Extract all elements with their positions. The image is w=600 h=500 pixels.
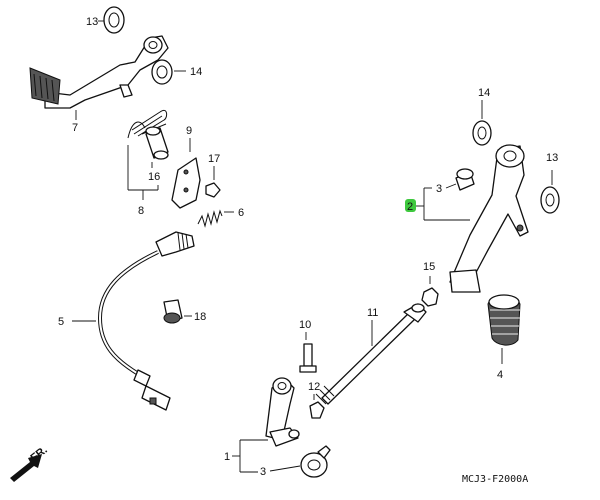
label-10-mid: 10 <box>299 319 311 331</box>
diagram-code: MCJ3-F2000A <box>462 474 528 485</box>
brake-switch-cable-5 <box>97 231 195 411</box>
label-13-right: 13 <box>546 152 558 164</box>
label-16-left: 16 <box>148 171 160 183</box>
label-15-right: 15 <box>423 261 435 273</box>
nut-15 <box>421 287 439 307</box>
shift-rubber-4 <box>487 294 521 346</box>
washer-13-right <box>540 186 560 214</box>
label-8-left: 8 <box>138 205 144 217</box>
label-9-left: 9 <box>186 125 192 137</box>
label-2-right: 2 <box>407 201 413 213</box>
bolt-17 <box>205 182 221 198</box>
label-13-left: 13 <box>86 16 98 28</box>
bracket-9 <box>171 157 201 209</box>
bolt-10 <box>299 343 317 373</box>
washer-13-left <box>103 6 125 34</box>
label-12-mid: 12 <box>308 381 320 393</box>
collar-16 <box>145 126 169 160</box>
label-14-right: 14 <box>478 87 490 99</box>
spring-6 <box>197 209 223 228</box>
label-17-left: 17 <box>208 153 220 165</box>
label-6-left: 6 <box>238 207 244 219</box>
label-7-left: 7 <box>72 122 78 134</box>
front-direction-arrow <box>10 454 42 482</box>
brake-pedal-7 <box>29 35 169 109</box>
rod-end-3-bottom <box>300 445 331 478</box>
tie-rod-11 <box>315 303 427 405</box>
nut-12 <box>309 401 325 419</box>
grommet-18 <box>163 299 183 324</box>
label-3-bottom: 3 <box>260 466 266 478</box>
shift-arm-link <box>265 377 300 447</box>
highlight-marker <box>405 199 416 212</box>
washer-14-left <box>151 59 173 85</box>
bolt-3-right <box>455 168 475 191</box>
label-1-bottom: 1 <box>224 451 230 463</box>
washer-14-right <box>472 120 492 146</box>
gearshift-pedal-arm <box>449 144 529 293</box>
label-14-left: 14 <box>190 66 202 78</box>
label-11-mid: 11 <box>367 307 378 319</box>
label-18-left: 18 <box>194 311 206 323</box>
label-3-right: 3 <box>436 183 442 195</box>
label-4-right: 4 <box>497 369 503 381</box>
label-5-left: 5 <box>58 316 64 328</box>
